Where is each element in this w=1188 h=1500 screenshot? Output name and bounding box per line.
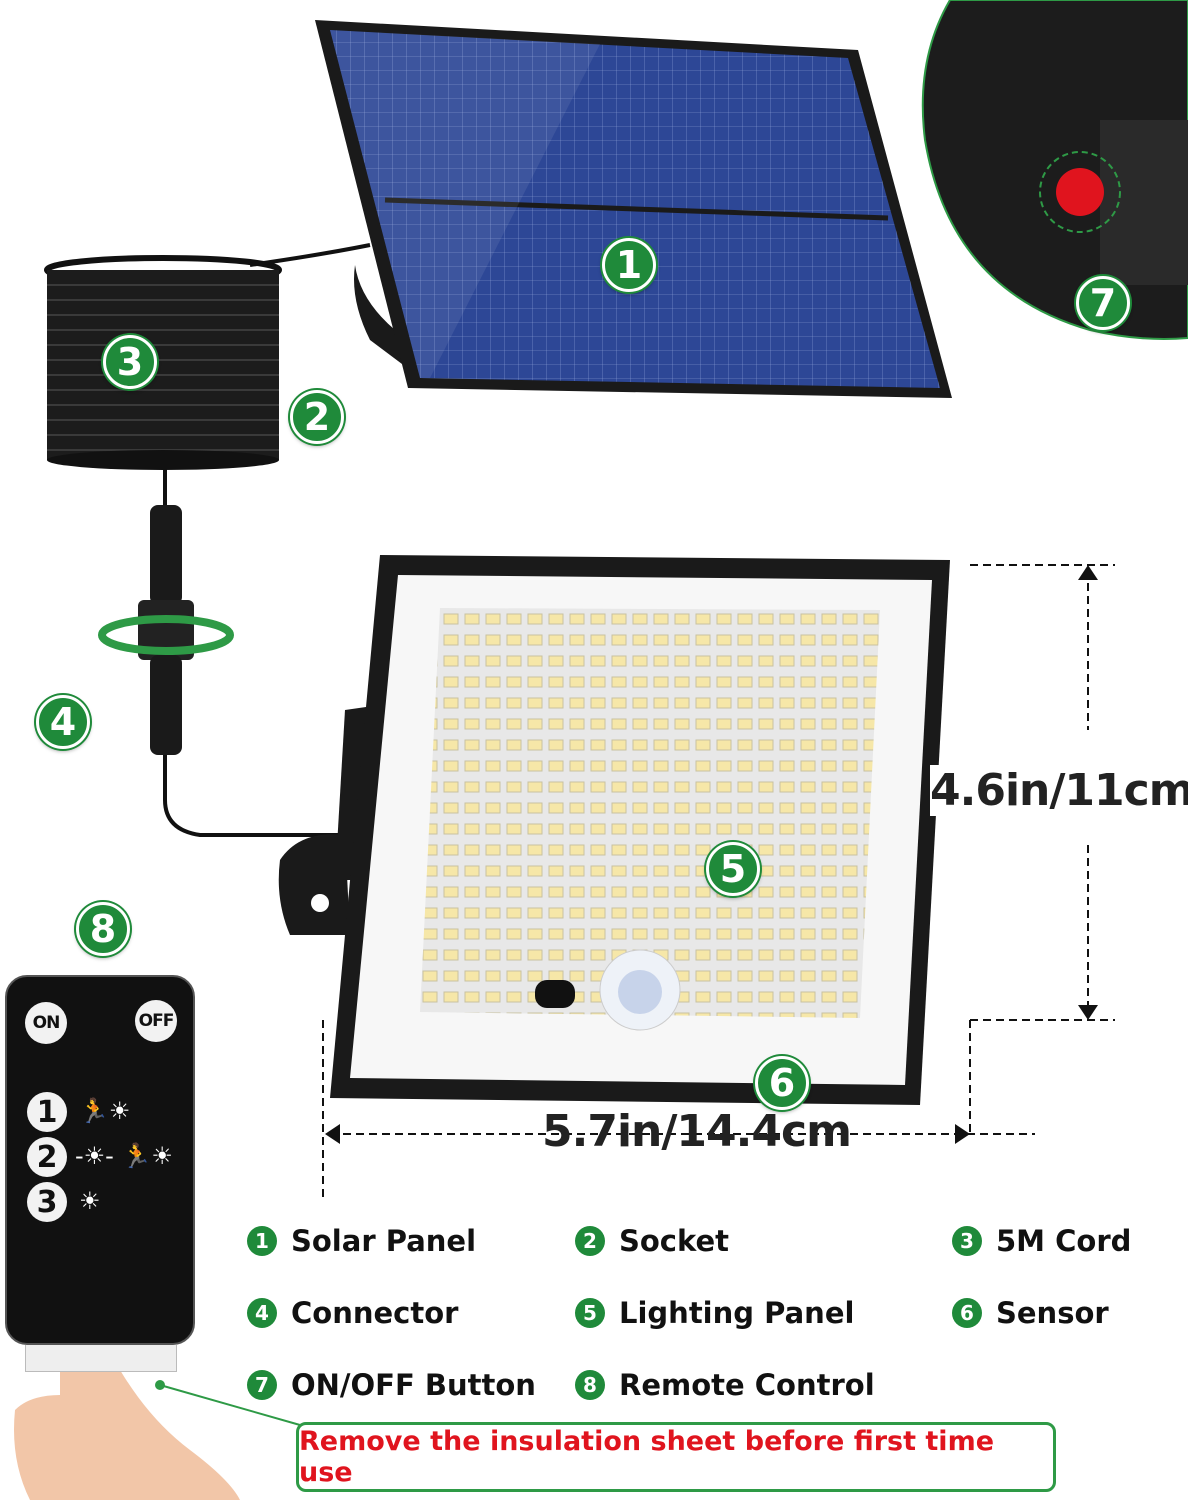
legend-item: 4 Connector [247,1296,458,1330]
legend-label: Socket [619,1224,730,1258]
legend-label: Solar Panel [291,1224,477,1258]
cord-coil [44,243,371,837]
insulation-warning: Remove the insulation sheet before first… [296,1422,1056,1492]
connector [98,505,234,755]
solar-panel [315,20,952,398]
remote-off-button[interactable]: OFF [135,1000,177,1042]
legend-label: Connector [291,1296,459,1330]
callout-5: 5 [706,842,760,896]
legend-label: 5M Cord [996,1224,1132,1258]
remote-on-button[interactable]: ON [25,1002,67,1044]
legend-label: ON/OFF Button [291,1368,536,1402]
legend-item: 3 5M Cord [952,1224,1131,1258]
legend-number: 3 [952,1226,982,1256]
dim-motion-sun-icon: -☀- 🏃☀ [75,1142,173,1170]
legend-label: Sensor [996,1296,1109,1330]
remote-mode-1-button[interactable]: 1 [27,1092,67,1132]
callout-1: 1 [602,238,656,292]
remote-mode-3-button[interactable]: 3 [27,1182,67,1222]
callout-8: 8 [76,902,130,956]
width-dimension: 5.7in/14.4cm [542,1106,852,1157]
callout-3: 3 [103,335,157,389]
legend-item: 8 Remote Control [575,1368,875,1402]
legend-label: Remote Control [619,1368,875,1402]
legend-item: 2 Socket [575,1224,729,1258]
legend-item: 6 Sensor [952,1296,1109,1330]
legend-item: 5 Lighting Panel [575,1296,854,1330]
legend-number: 2 [575,1226,605,1256]
callout-4: 4 [36,695,90,749]
legend-number: 7 [247,1370,277,1400]
remote-mode-2-button[interactable]: 2 [27,1137,67,1177]
dimension-lines [322,564,1115,1200]
insulation-sheet [25,1345,177,1372]
height-dimension: 4.6in/11cm [930,765,1188,816]
callout-6: 6 [755,1056,809,1110]
motion-sun-icon: 🏃☀ [79,1097,131,1125]
legend-number: 4 [247,1298,277,1328]
legend-item: 7 ON/OFF Button [247,1368,536,1402]
callout-2: 2 [290,390,344,444]
legend-number: 1 [247,1226,277,1256]
legend-number: 5 [575,1298,605,1328]
legend-label: Lighting Panel [619,1296,855,1330]
callout-7: 7 [1076,276,1130,330]
hand [14,1354,240,1500]
remote-control: ON OFF 1 🏃☀ 2 -☀- 🏃☀ 3 ☀ [5,975,195,1345]
legend-number: 8 [575,1370,605,1400]
button-inset [921,0,1188,340]
pointer-line [159,1384,301,1426]
legend-item: 1 Solar Panel [247,1224,476,1258]
sun-icon: ☀ [79,1187,101,1215]
legend-number: 6 [952,1298,982,1328]
lighting-panel [278,555,950,1105]
